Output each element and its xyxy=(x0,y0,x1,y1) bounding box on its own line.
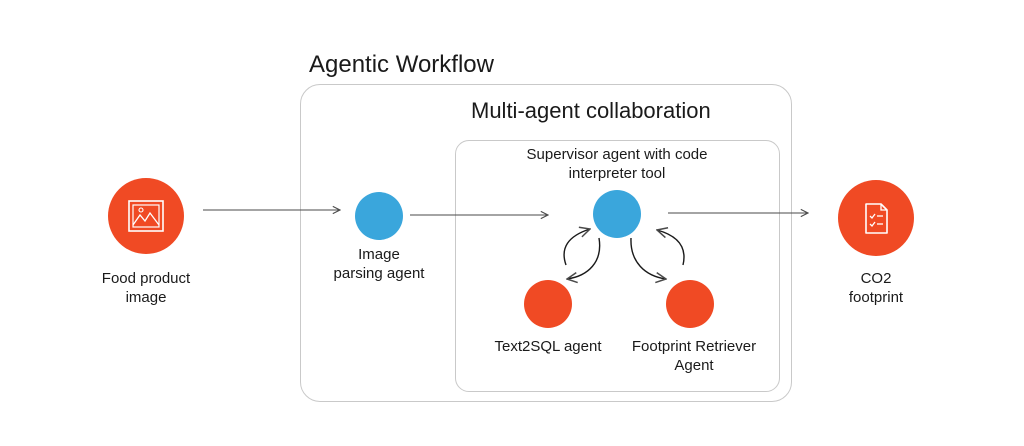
supervisor-agent-node xyxy=(593,190,641,238)
arrow-retriever-to-supervisor xyxy=(657,230,685,266)
arrow-supervisor-to-retriever xyxy=(630,237,666,279)
multi-agent-title: Multi-agent collaboration xyxy=(471,98,711,123)
text2sql-agent-label: Text2SQL agent xyxy=(494,338,602,355)
text2sql-agent-node xyxy=(524,280,572,328)
multi-agent-container xyxy=(455,140,780,392)
agentic-workflow-container xyxy=(300,84,792,402)
checklist-document-icon xyxy=(865,203,888,234)
agentic-workflow-title: Agentic Workflow xyxy=(309,51,494,78)
arrow-text2sql-to-supervisor xyxy=(563,229,590,266)
footprint-retriever-agent-node xyxy=(666,280,714,328)
co2-footprint-node xyxy=(838,180,914,256)
food-product-node xyxy=(108,178,184,254)
image-icon xyxy=(128,200,164,232)
arrow-supervisor-to-text2sql xyxy=(567,237,601,279)
image-parsing-agent-node xyxy=(355,192,403,240)
